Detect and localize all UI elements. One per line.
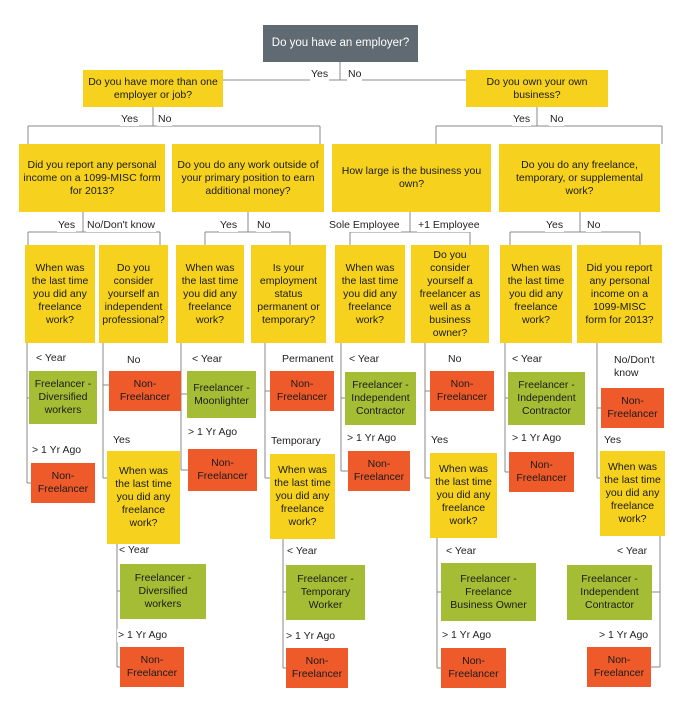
edge-label-less-than-year: < Year — [445, 545, 478, 558]
result-freelancer-independent-contractor: Freelancer - Independent Contractor — [508, 372, 585, 425]
edge-label-over-one-year: > 1 Yr Ago — [441, 629, 493, 642]
question-last-time-freelance: When was the last time you did any freel… — [600, 451, 665, 536]
edge-label-no-dont-know: No/Don't know — [613, 354, 673, 380]
question-last-time-freelance: When was the last time you did any freel… — [335, 245, 405, 343]
edge-label-over-one-year: > 1 Yr Ago — [598, 629, 650, 642]
question-last-time-freelance: When was the last time you did any freel… — [176, 245, 244, 343]
result-non-freelancer: Non-Freelancer — [441, 648, 506, 688]
result-non-freelancer: Non-Freelancer — [430, 371, 494, 411]
edge-label-over-one-year: > 1 Yr Ago — [346, 432, 398, 445]
result-freelancer-independent-contractor: Freelancer - Independent Contractor — [567, 565, 652, 620]
edge-label-temporary: Temporary — [270, 435, 322, 448]
edge-label-yes: Yes — [120, 113, 140, 126]
edge-label-no: No — [347, 68, 363, 81]
result-freelancer-independent-contractor: Freelancer - Independent Contractor — [345, 372, 416, 425]
question-last-time-freelance: When was the last time you did any freel… — [500, 245, 572, 343]
edge-label-over-one-year: > 1 Yr Ago — [187, 426, 239, 439]
edge-label-yes: Yes — [430, 434, 450, 447]
question-reported-1099: Did you report any personal income on a … — [577, 245, 662, 343]
edge-label-yes: Yes — [310, 68, 330, 81]
result-non-freelancer: Non-Freelancer — [286, 648, 348, 688]
edge-label-over-one-year: > 1 Yr Ago — [511, 432, 563, 445]
edge-label-no: No — [549, 113, 565, 126]
result-non-freelancer: Non-Freelancer — [109, 371, 181, 411]
result-freelancer-temporary-worker: Freelancer - Temporary Worker — [286, 565, 365, 620]
question-business-size: How large is the business you own? — [332, 144, 491, 212]
result-non-freelancer: Non-Freelancer — [120, 647, 184, 687]
edge-label-yes: Yes — [112, 434, 132, 447]
question-reported-1099: Did you report any personal income on a … — [19, 144, 165, 212]
edge-label-plus-one-employee: +1 Employee — [417, 219, 481, 232]
result-non-freelancer: Non-Freelancer — [601, 388, 664, 428]
edge-label-over-one-year: > 1 Yr Ago — [117, 629, 169, 642]
result-non-freelancer: Non-Freelancer — [348, 451, 410, 491]
question-last-time-freelance: When was the last time you did any freel… — [430, 453, 497, 538]
edge-label-less-than-year: < Year — [348, 353, 381, 366]
result-freelancer-moonlighter: Freelancer - Moonlighter — [187, 371, 256, 418]
result-non-freelancer: Non-Freelancer — [188, 449, 257, 491]
edge-label-yes: Yes — [545, 219, 565, 232]
question-employment-status: Is your employment status permanent or t… — [251, 245, 326, 343]
result-non-freelancer: Non-Freelancer — [509, 452, 574, 492]
question-last-time-freelance: When was the last time you did any freel… — [25, 245, 95, 343]
result-freelancer-business-owner: Freelancer - Freelance Business Owner — [441, 563, 536, 621]
edge-label-less-than-year: < Year — [616, 545, 649, 558]
edge-label-less-than-year: < Year — [191, 353, 224, 366]
edge-label-no-dont-know: No/Don't know — [86, 219, 156, 232]
result-freelancer-diversified: Freelancer - Diversified workers — [29, 371, 97, 424]
root-question: Do you have an employer? — [263, 25, 418, 62]
question-last-time-freelance: When was the last time you did any freel… — [107, 451, 180, 544]
result-non-freelancer: Non-Freelancer — [587, 647, 651, 687]
edge-label-sole-employee: Sole Employee — [328, 219, 401, 232]
question-consider-owner: Do you consider yourself a freelancer as… — [411, 245, 489, 343]
edge-label-yes: Yes — [603, 434, 623, 447]
edge-label-yes: Yes — [57, 219, 77, 232]
edge-label-less-than-year: < Year — [118, 544, 151, 557]
edge-label-no: No — [586, 219, 602, 232]
result-non-freelancer: Non-Freelancer — [270, 371, 334, 411]
question-work-outside: Do you do any work outside of your prima… — [172, 144, 324, 212]
result-non-freelancer: Non-Freelancer — [31, 463, 95, 503]
edge-label-yes: Yes — [219, 219, 239, 232]
question-more-than-one-employer: Do you have more than one employer or jo… — [83, 70, 223, 107]
edge-label-less-than-year: < Year — [286, 545, 319, 558]
question-own-business: Do you own your own business? — [466, 70, 608, 107]
edge-label-over-one-year: > 1 Yr Ago — [31, 444, 83, 457]
edge-label-no: No — [126, 354, 142, 367]
result-freelancer-diversified: Freelancer - Diversified workers — [120, 564, 206, 619]
edge-label-no: No — [256, 219, 272, 232]
question-freelance-temp: Do you do any freelance, temporary, or s… — [499, 144, 660, 212]
edge-label-no: No — [447, 353, 463, 366]
edge-label-less-than-year: < Year — [511, 353, 544, 366]
edge-label-permanent: Permanent — [281, 353, 335, 366]
question-consider-professional: Do you consider yourself an independent … — [99, 245, 168, 343]
question-last-time-freelance: When was the last time you did any freel… — [270, 454, 335, 539]
edge-label-over-one-year: > 1 Yr Ago — [285, 630, 337, 643]
edge-label-no: No — [157, 113, 173, 126]
edge-label-less-than-year: < Year — [35, 352, 68, 365]
edge-label-yes: Yes — [512, 113, 532, 126]
